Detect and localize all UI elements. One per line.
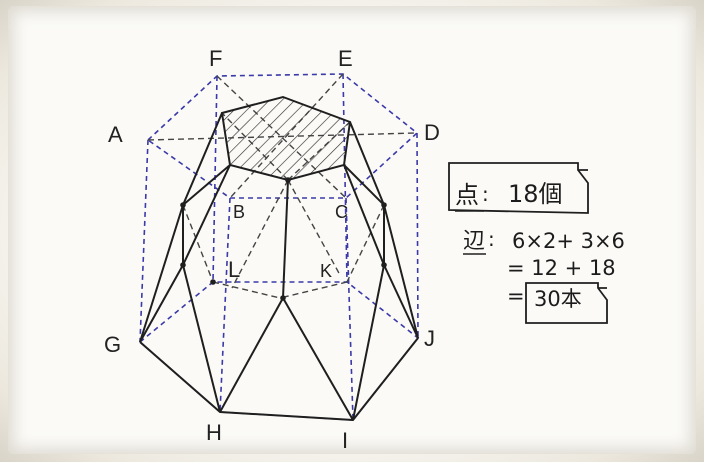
edges-step2: = 12 + 18: [507, 256, 616, 280]
points-label: 点: [455, 181, 479, 209]
edges-label: 辺: [463, 229, 485, 254]
result-box: [525, 282, 608, 324]
label-e: E: [338, 46, 353, 71]
vertex-dots: [180, 177, 387, 301]
points-separator: :: [482, 182, 489, 206]
label-j: J: [424, 326, 435, 351]
edges-separator: :: [488, 227, 495, 251]
edges-eq: =: [507, 284, 525, 308]
label-b: B: [233, 202, 245, 222]
label-k: K: [320, 261, 332, 281]
points-box: [448, 162, 589, 214]
edges-expression: 6×2+ 3×6: [512, 229, 625, 253]
label-g: G: [104, 332, 121, 357]
label-l: L: [228, 257, 240, 282]
label-c: C: [335, 202, 348, 222]
label-a: A: [108, 122, 123, 147]
edges-result: 30本: [534, 287, 582, 311]
calculation-notes: 点 : 18個 辺 : 6×2+ 3×6 = 12 + 18 = 30本: [448, 162, 625, 324]
label-f: F: [209, 46, 222, 71]
label-h: H: [206, 420, 222, 445]
hatched-top-face: [220, 95, 352, 182]
points-value: 18個: [508, 180, 563, 208]
label-i: I: [342, 428, 348, 453]
label-d: D: [424, 120, 440, 145]
vertex-labels: A F E D B C L K G J H I: [104, 46, 440, 453]
